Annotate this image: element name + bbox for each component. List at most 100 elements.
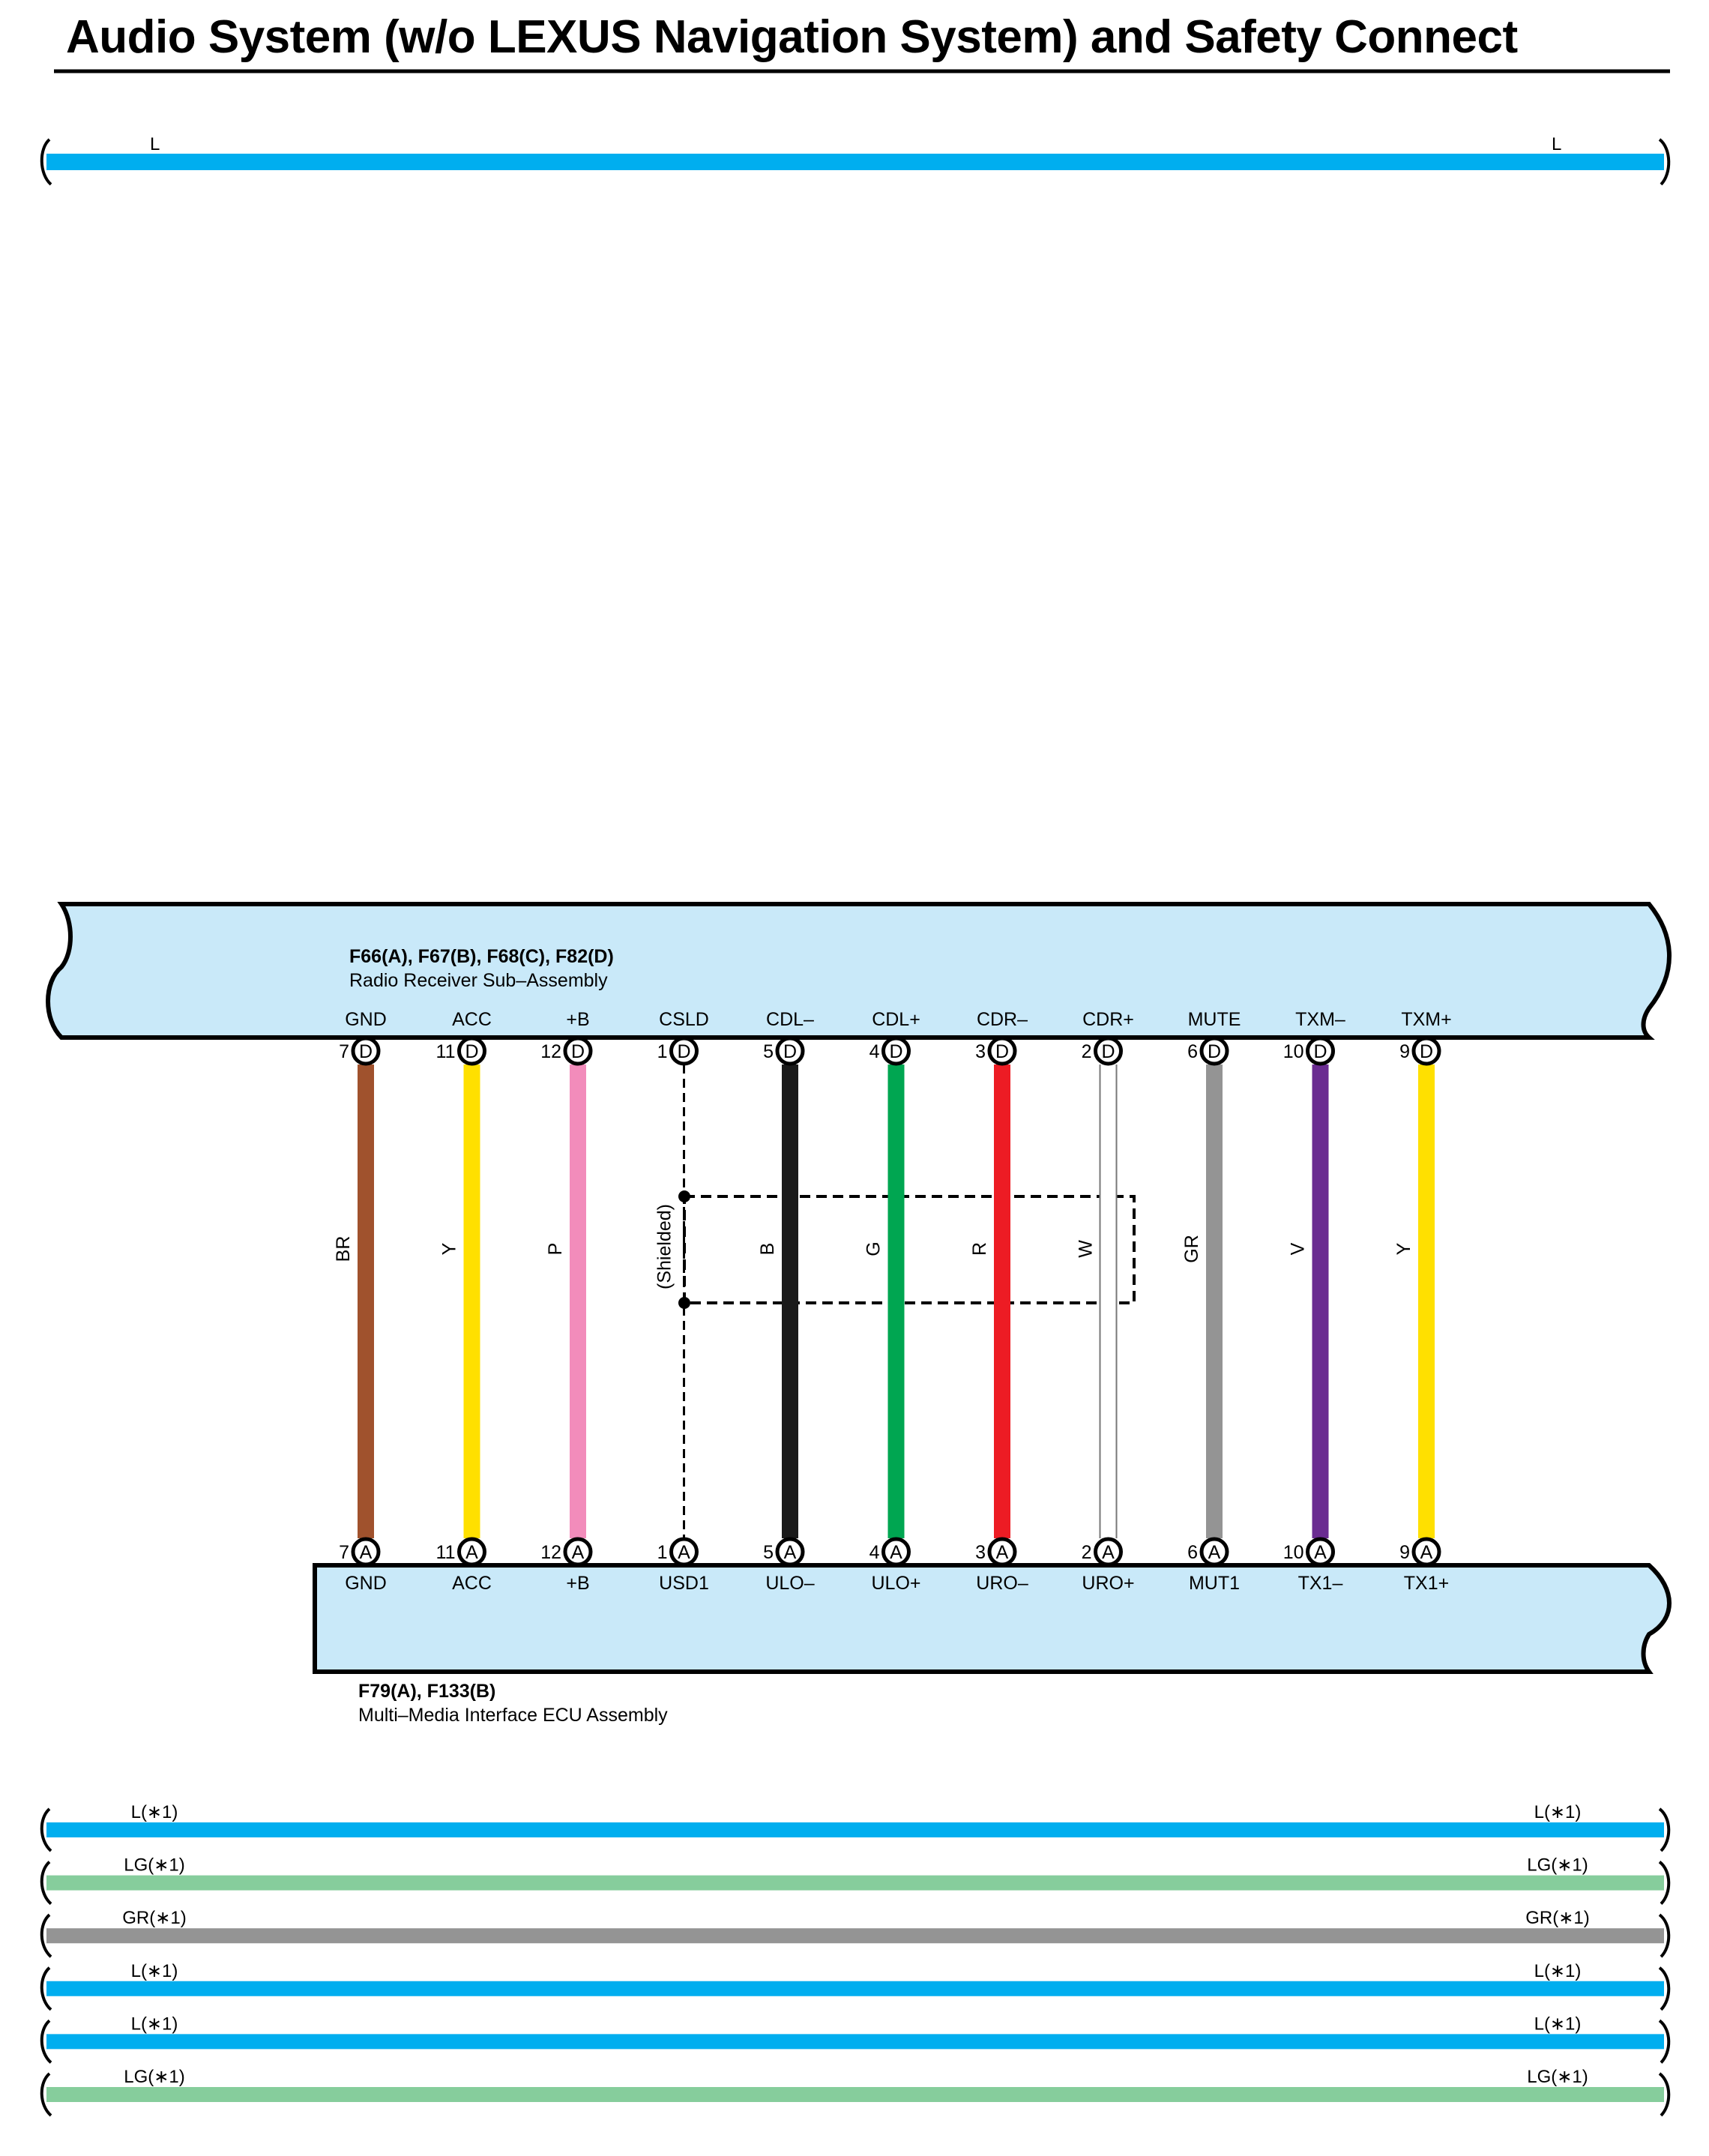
bottom-terminal: [987, 1537, 1017, 1567]
top-signal-label: MUTE: [1188, 1009, 1241, 1030]
bottom-signal-label: URO+: [1082, 1573, 1134, 1594]
top-terminal: [351, 1036, 381, 1066]
mmi-ecu-component: F79(A), F133(B) Multi–Media Interface EC…: [313, 1563, 1672, 1726]
shield-box: [683, 1195, 1136, 1304]
top-connector-letter: D: [359, 1041, 373, 1062]
radio-receiver-component: F66(A), F67(B), F68(C), F82(D) Radio Rec…: [46, 902, 1672, 1040]
bottom-terminal: [457, 1537, 486, 1567]
top-signal-label: CDL–: [766, 1009, 814, 1030]
top-pin-number: 10: [1283, 1041, 1304, 1062]
radio-receiver-name: Radio Receiver Sub–Assembly: [349, 970, 608, 991]
bottom-terminal: [351, 1537, 381, 1567]
bottom-terminal: [1411, 1537, 1441, 1567]
wire-color-label: Y: [1393, 1242, 1414, 1255]
bus-left-break: [40, 1966, 52, 2011]
shield-label: (Shielded): [654, 1204, 675, 1289]
top-connector-letter: D: [1101, 1041, 1115, 1062]
bottom-connector-letter: A: [1314, 1542, 1327, 1563]
bottom-bus-4: L(∗1)L(∗1): [40, 1961, 1671, 2011]
bus-right-break: [1658, 2072, 1671, 2117]
top-signal-label: TXM–: [1295, 1009, 1345, 1030]
top-pin-number: 4: [869, 1041, 880, 1062]
bus-right-label: LG(∗1): [1527, 1855, 1588, 1876]
bottom-terminal: [563, 1537, 593, 1567]
bottom-signal-label: USD1: [659, 1573, 709, 1594]
top-signal-label: CDL+: [872, 1009, 920, 1030]
bus-left-label: LG(∗1): [124, 1855, 184, 1876]
bottom-signal-label: MUT1: [1189, 1573, 1240, 1594]
wire-color-label: B: [757, 1243, 778, 1256]
top-terminal: [1411, 1036, 1441, 1066]
bottom-bus-2: LG(∗1) LG(∗1): [40, 1855, 1671, 1906]
bottom-terminal: [881, 1537, 911, 1567]
top-connector-letter: D: [889, 1041, 902, 1062]
bus-left-break: [40, 2019, 52, 2064]
shield-enclosure: [678, 1190, 1136, 1309]
top-terminal: [1306, 1036, 1335, 1066]
bus-right-break: [1658, 1807, 1671, 1852]
bottom-pin-number: 1: [657, 1542, 668, 1563]
bottom-signal-label: TX1–: [1298, 1573, 1343, 1594]
top-terminal: [881, 1036, 911, 1066]
bottom-signal-label: ULO+: [871, 1573, 920, 1594]
top-terminal: [457, 1036, 486, 1066]
radio-receiver-connectors: F66(A), F67(B), F68(C), F82(D): [349, 946, 614, 967]
bottom-pin-number: 2: [1082, 1542, 1092, 1563]
mmi-ecu-name: Multi–Media Interface ECU Assembly: [358, 1705, 668, 1726]
top-pin-number: 6: [1187, 1041, 1198, 1062]
top-pin-number: 11: [436, 1041, 456, 1062]
page-title: Audio System (w/o LEXUS Navigation Syste…: [66, 11, 1518, 63]
wire-color-label: W: [1076, 1240, 1097, 1258]
bus-left-break: [40, 1913, 52, 1958]
bus-right-label: L(∗1): [1534, 2014, 1582, 2034]
top-pin-number: 9: [1399, 1041, 1410, 1062]
top-connector-letter: D: [995, 1041, 1009, 1062]
bottom-pin-number: 5: [763, 1542, 774, 1563]
bottom-signal-label: URO–: [976, 1573, 1028, 1594]
bus-right-break: [1658, 2019, 1671, 2064]
bus-left-label: L(∗1): [131, 2014, 178, 2034]
top-pin-number: 2: [1082, 1041, 1092, 1062]
bottom-connector-letter: A: [1208, 1542, 1221, 1563]
top-bus: L L: [40, 134, 1671, 186]
bottom-pin-number: 9: [1399, 1542, 1410, 1563]
bus-left-break: [40, 1861, 52, 1906]
bottom-terminal: [775, 1537, 805, 1567]
bus-right-label: LG(∗1): [1527, 2067, 1588, 2087]
top-connector-letter: D: [1313, 1041, 1327, 1062]
bottom-pin-number: 4: [869, 1542, 880, 1563]
bus-left-label: LG(∗1): [124, 2067, 184, 2087]
bus-right-label: GR(∗1): [1525, 1908, 1589, 1928]
top-terminal: [669, 1036, 699, 1066]
wire-color-label: GR: [1181, 1235, 1202, 1263]
bottom-connector-letter: A: [1102, 1542, 1115, 1563]
top-signal-label: CSLD: [659, 1009, 709, 1030]
bottom-terminal: [1094, 1537, 1123, 1567]
bottom-connector-letter: A: [360, 1542, 373, 1563]
bottom-terminal: [669, 1537, 699, 1567]
bus-right-break: [1658, 1861, 1671, 1906]
bus-left-label: L(∗1): [131, 1802, 178, 1822]
top-signal-label: GND: [345, 1009, 387, 1030]
bottom-buses: L(∗1)L(∗1)LG(∗1)LG(∗1)GR(∗1)GR(∗1)L(∗1)L…: [40, 1802, 1671, 2117]
bottom-pin-number: 10: [1283, 1542, 1304, 1563]
top-bus-right-label: L: [1552, 134, 1561, 154]
bottom-signal-label: ULO–: [765, 1573, 814, 1594]
bottom-connector-letter: A: [678, 1542, 690, 1563]
top-connector-letter: D: [677, 1041, 690, 1062]
top-pin-number: 7: [339, 1041, 349, 1062]
bottom-connector-letter: A: [784, 1542, 797, 1563]
top-bus-left-label: L: [150, 134, 160, 154]
top-connector-letter: D: [1420, 1041, 1433, 1062]
top-terminal: [775, 1036, 805, 1066]
bottom-bus-1: L(∗1)L(∗1): [40, 1802, 1671, 1852]
